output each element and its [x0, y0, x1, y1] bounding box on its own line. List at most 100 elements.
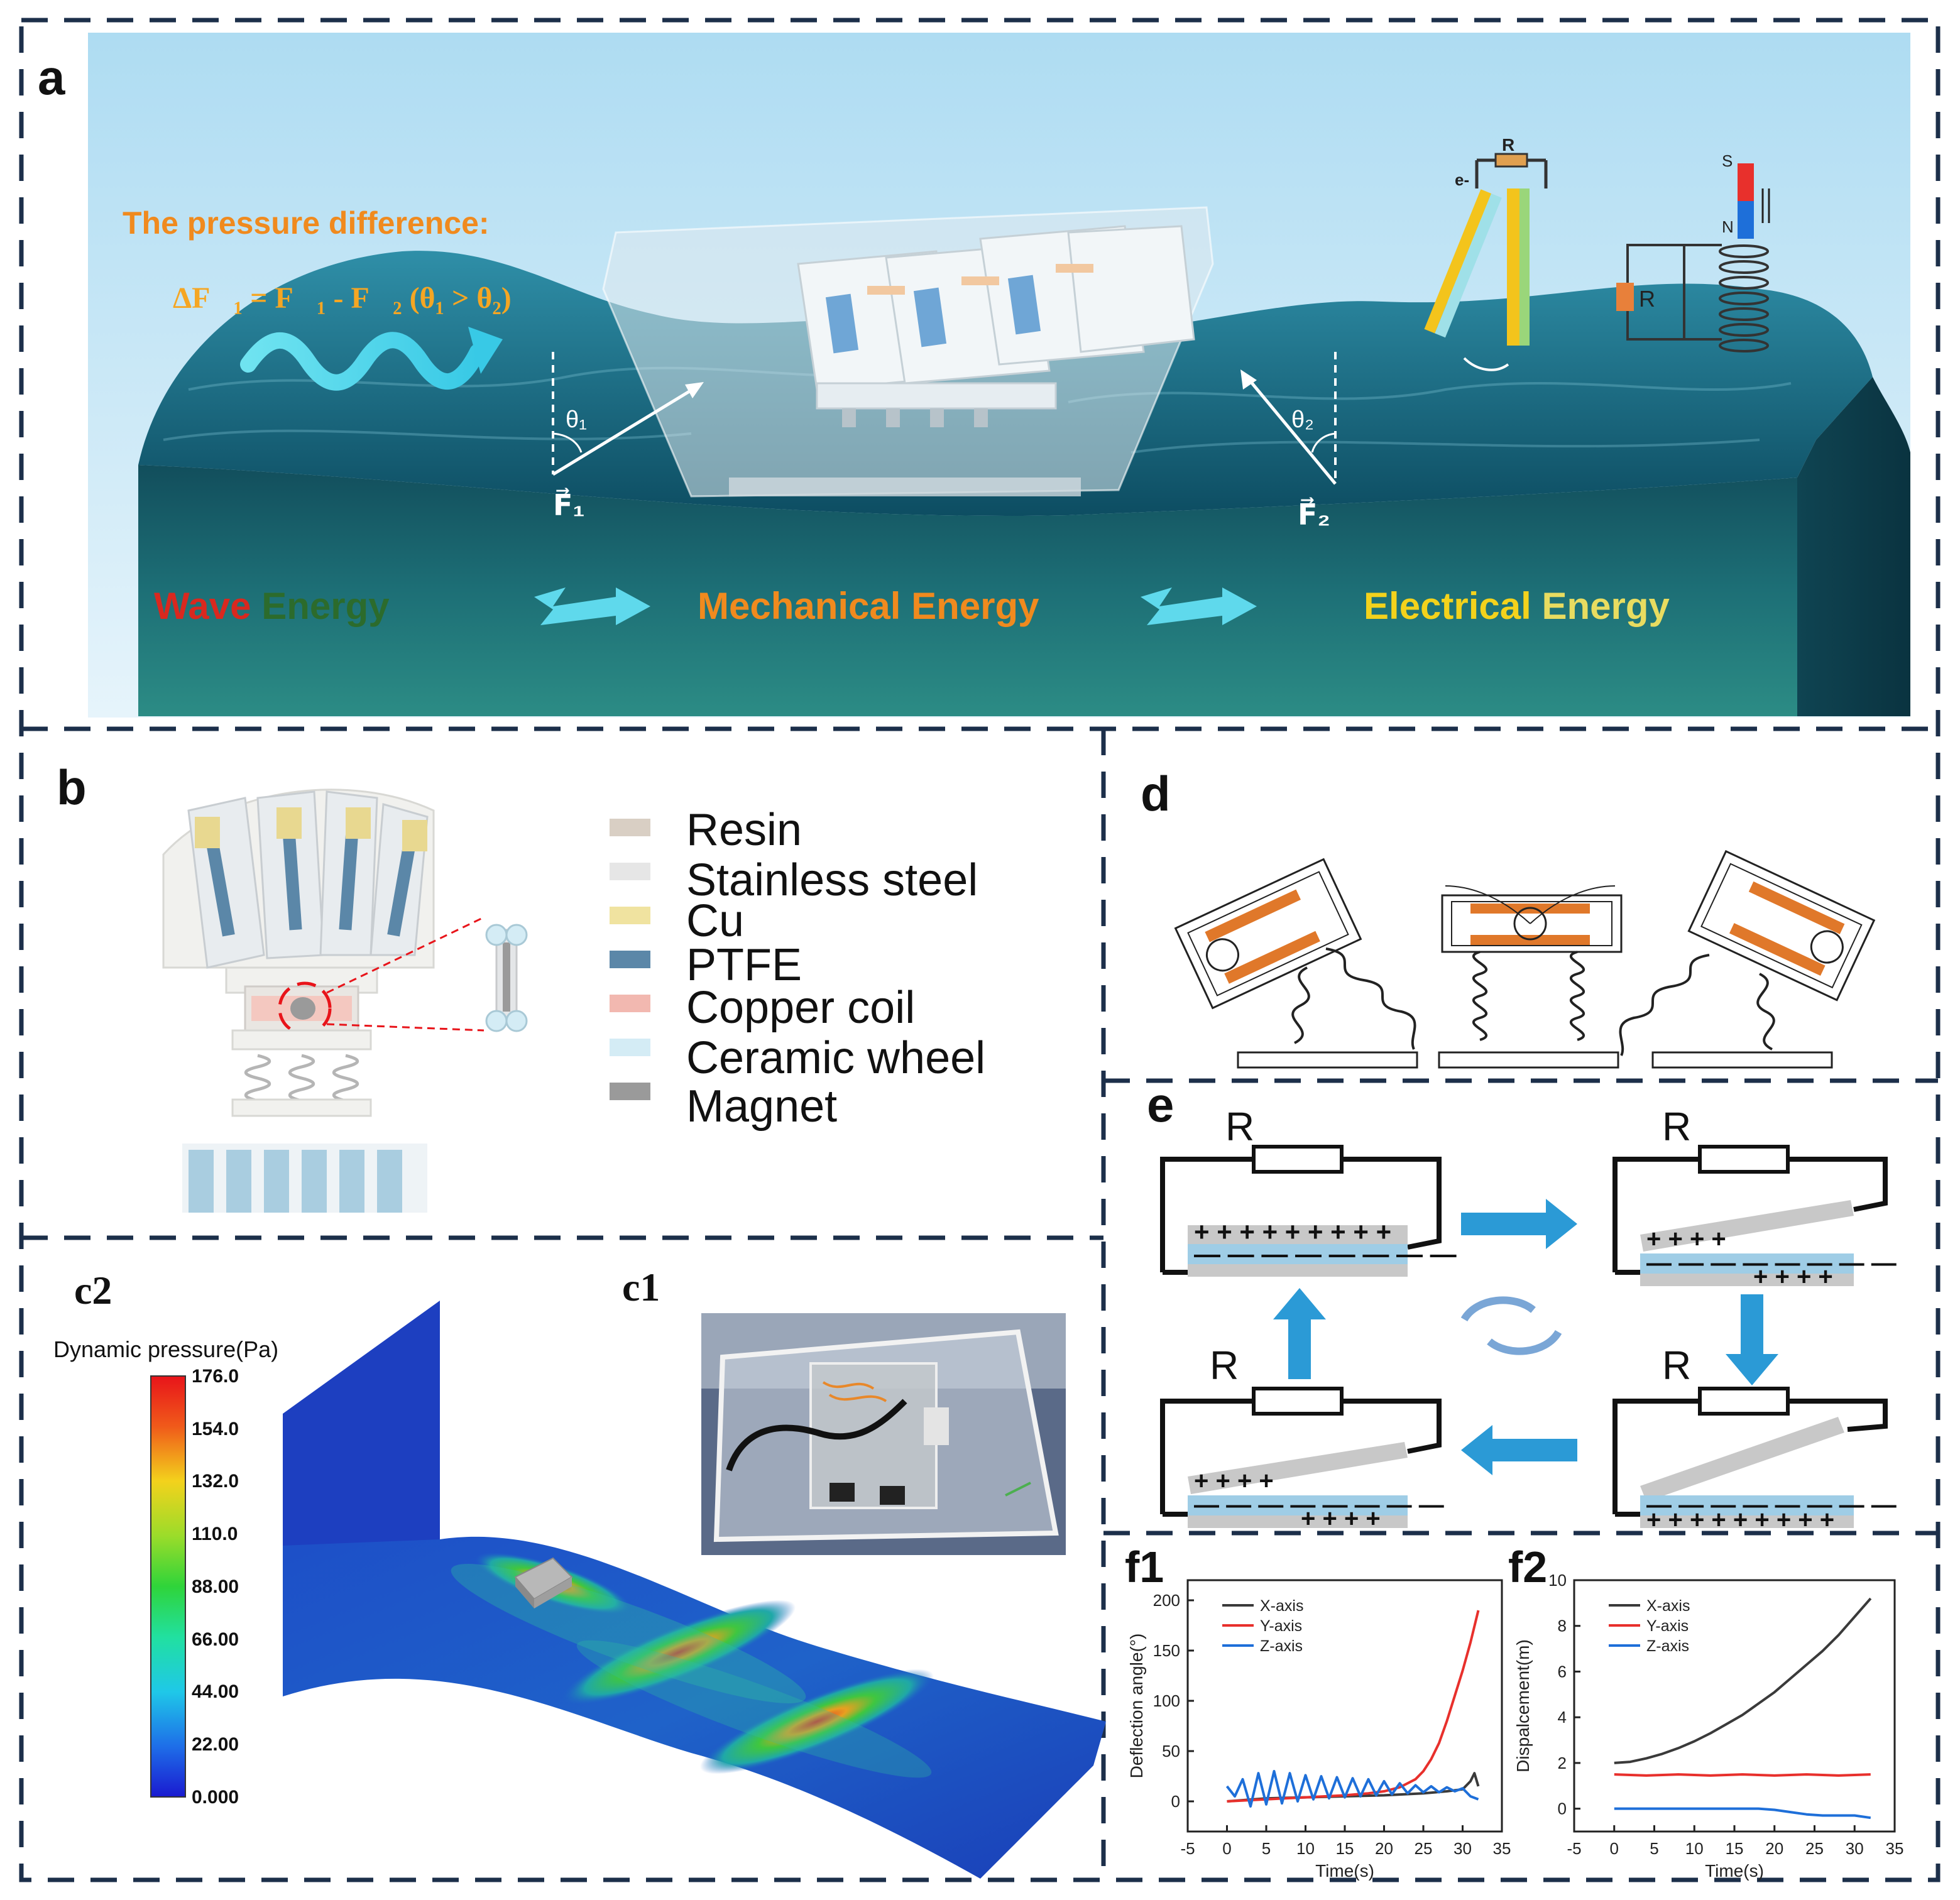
force-f2: θ₂ F⃗₂: [1240, 352, 1337, 531]
colorbar: [150, 1375, 186, 1798]
f2-label: F⃗₂: [1298, 497, 1330, 531]
x-tick-label: -5: [1180, 1839, 1195, 1858]
colorbar-title: Dynamic pressure(Pa): [53, 1336, 278, 1362]
cfd-simulation: [283, 1301, 1106, 1879]
x-tick-label: 15: [1726, 1839, 1744, 1858]
module-tilted-left: [1174, 858, 1362, 1010]
legend-label-copper-coil: Copper coil: [686, 983, 915, 1033]
ocean-side: [1797, 377, 1910, 716]
cbar-tick-0: 176.0: [192, 1366, 239, 1387]
charges-plus-3: + + + + + + + + +: [1646, 1506, 1834, 1534]
resistor-label-1: R: [1225, 1104, 1254, 1149]
y-tick-label: 200: [1153, 1591, 1180, 1610]
resistor-label-4: R: [1210, 1343, 1239, 1388]
charges-plus-2: + + + +: [1646, 1225, 1726, 1253]
legend-label-ptfe: PTFE: [686, 940, 802, 990]
cbar-tick-7: 22.00: [192, 1734, 239, 1755]
teng-schematic: R e-: [1424, 135, 1548, 371]
x-axis-label: Time(s): [1705, 1861, 1764, 1881]
legend-label: Y-axis: [1260, 1617, 1302, 1635]
cbar-tick-3: 110.0: [192, 1524, 238, 1544]
colorbar-ticks: 176.0 154.0 132.0 110.0 88.00 66.00 44.0…: [192, 1366, 239, 1808]
electrical-energy-label: Electrical Energy: [1364, 585, 1670, 627]
circuit-stage-3: R — — — — — — — — + + + + + + + + +: [1612, 1343, 1897, 1534]
x-tick-label: -5: [1567, 1839, 1581, 1858]
legend-swatch-ceramic: [610, 1039, 650, 1056]
label-a: a: [38, 50, 65, 105]
theta2-label: θ₂: [1291, 407, 1314, 433]
legend-label: Z-axis: [1260, 1637, 1303, 1655]
x-tick-label: 15: [1336, 1839, 1354, 1858]
device-housing: [602, 206, 1214, 498]
panel-b: b: [57, 760, 985, 1213]
charges-minus-1: — — — — — — — —: [1194, 1239, 1457, 1269]
x-tick-label: 20: [1765, 1839, 1783, 1858]
electron-label: e-: [1455, 170, 1469, 189]
wave-arrow-icon: [240, 327, 503, 391]
label-c1: c1: [622, 1265, 660, 1309]
label-f2: f2: [1508, 1542, 1547, 1592]
series-line-x-axis: [1614, 1597, 1872, 1764]
emg-schematic: S N R: [1616, 151, 1770, 352]
y-axis-label: Deflection angle(°): [1127, 1634, 1146, 1779]
legend-label: X-axis: [1260, 1597, 1303, 1615]
x-tick-label: 30: [1454, 1839, 1472, 1858]
plot-frame: [1573, 1579, 1896, 1833]
ptfe-strip: [182, 1144, 427, 1213]
emg-resistor-label: R: [1639, 286, 1655, 312]
flow-arrow-1-icon: [534, 587, 650, 625]
charges-plus-1: + + + + + + + + +: [1194, 1217, 1391, 1247]
x-tick-label: 0: [1610, 1839, 1619, 1858]
prototype-photo: [701, 1313, 1066, 1555]
y-tick-label: 4: [1558, 1708, 1567, 1727]
x-tick-label: 5: [1262, 1839, 1271, 1858]
y-tick-label: 2: [1558, 1754, 1567, 1772]
theta1-label: θ₁: [566, 407, 587, 433]
x-tick-label: 10: [1685, 1839, 1704, 1858]
label-b: b: [57, 760, 87, 815]
wave-energy-label: Wave Energy: [154, 585, 390, 627]
panel-a: The pressure difference: ΔF⃗₁ = F⃗₁ - F⃗…: [38, 33, 1910, 718]
label-e: e: [1147, 1077, 1174, 1132]
circuit-stage-1: R + + + + + + + + + — — — — — — — —: [1160, 1104, 1457, 1277]
pressure-title: The pressure difference:: [123, 205, 490, 241]
panel-e: e R + + + + + + + + + — — — — — — — — R …: [1147, 1077, 1897, 1534]
legend-swatch-magnet: [610, 1083, 650, 1100]
circuit-stage-2: R + + + + — — — — — — — — + + + +: [1612, 1104, 1897, 1291]
x-tick-label: 30: [1846, 1839, 1864, 1858]
cycle-arrows-icon: [1273, 1199, 1778, 1475]
circuit-stage-4: R + + + + — — — — — — — — + + + +: [1160, 1343, 1444, 1532]
y-axis-label: Dispalcement(m): [1513, 1639, 1533, 1772]
charges-plus-4b: + + + +: [1301, 1505, 1381, 1532]
legend-label: X-axis: [1646, 1597, 1690, 1615]
mechanical-energy-label: Mechanical Energy: [698, 585, 1039, 627]
series-line-z-axis: [1614, 1807, 1871, 1820]
panel-borders: [19, 18, 1941, 1882]
x-tick-label: 10: [1296, 1839, 1315, 1858]
material-legend: Resin Stainless steel Cu PTFE Copper coi…: [610, 805, 985, 1132]
label-c2: c2: [74, 1268, 112, 1313]
x-tick-label: 20: [1375, 1839, 1393, 1858]
y-tick-label: 50: [1162, 1742, 1180, 1761]
module-tilted-right: [1687, 849, 1876, 1002]
rotation-icon: [1460, 1296, 1562, 1355]
f1-label: F⃗₁: [553, 488, 584, 521]
x-tick-label: 25: [1805, 1839, 1824, 1858]
legend-swatch-cu: [610, 907, 650, 924]
legend-label: Y-axis: [1646, 1617, 1689, 1635]
charges-minus-4: — — — — — — — —: [1194, 1491, 1444, 1519]
teng-resistor-label: R: [1502, 135, 1514, 155]
legend-label-magnet: Magnet: [686, 1081, 837, 1132]
series-line-y-axis: [1227, 1610, 1480, 1803]
y-tick-label: 10: [1548, 1571, 1567, 1590]
resistor-label-2: R: [1662, 1104, 1691, 1149]
charges-plus-2b: + + + +: [1753, 1263, 1833, 1291]
y-tick-label: 0: [1171, 1792, 1180, 1811]
label-f1: f1: [1125, 1542, 1164, 1592]
legend-swatch-copper-coil: [610, 995, 650, 1012]
legend-label-resin: Resin: [686, 805, 802, 855]
legend-label-stainless: Stainless steel: [686, 855, 978, 905]
